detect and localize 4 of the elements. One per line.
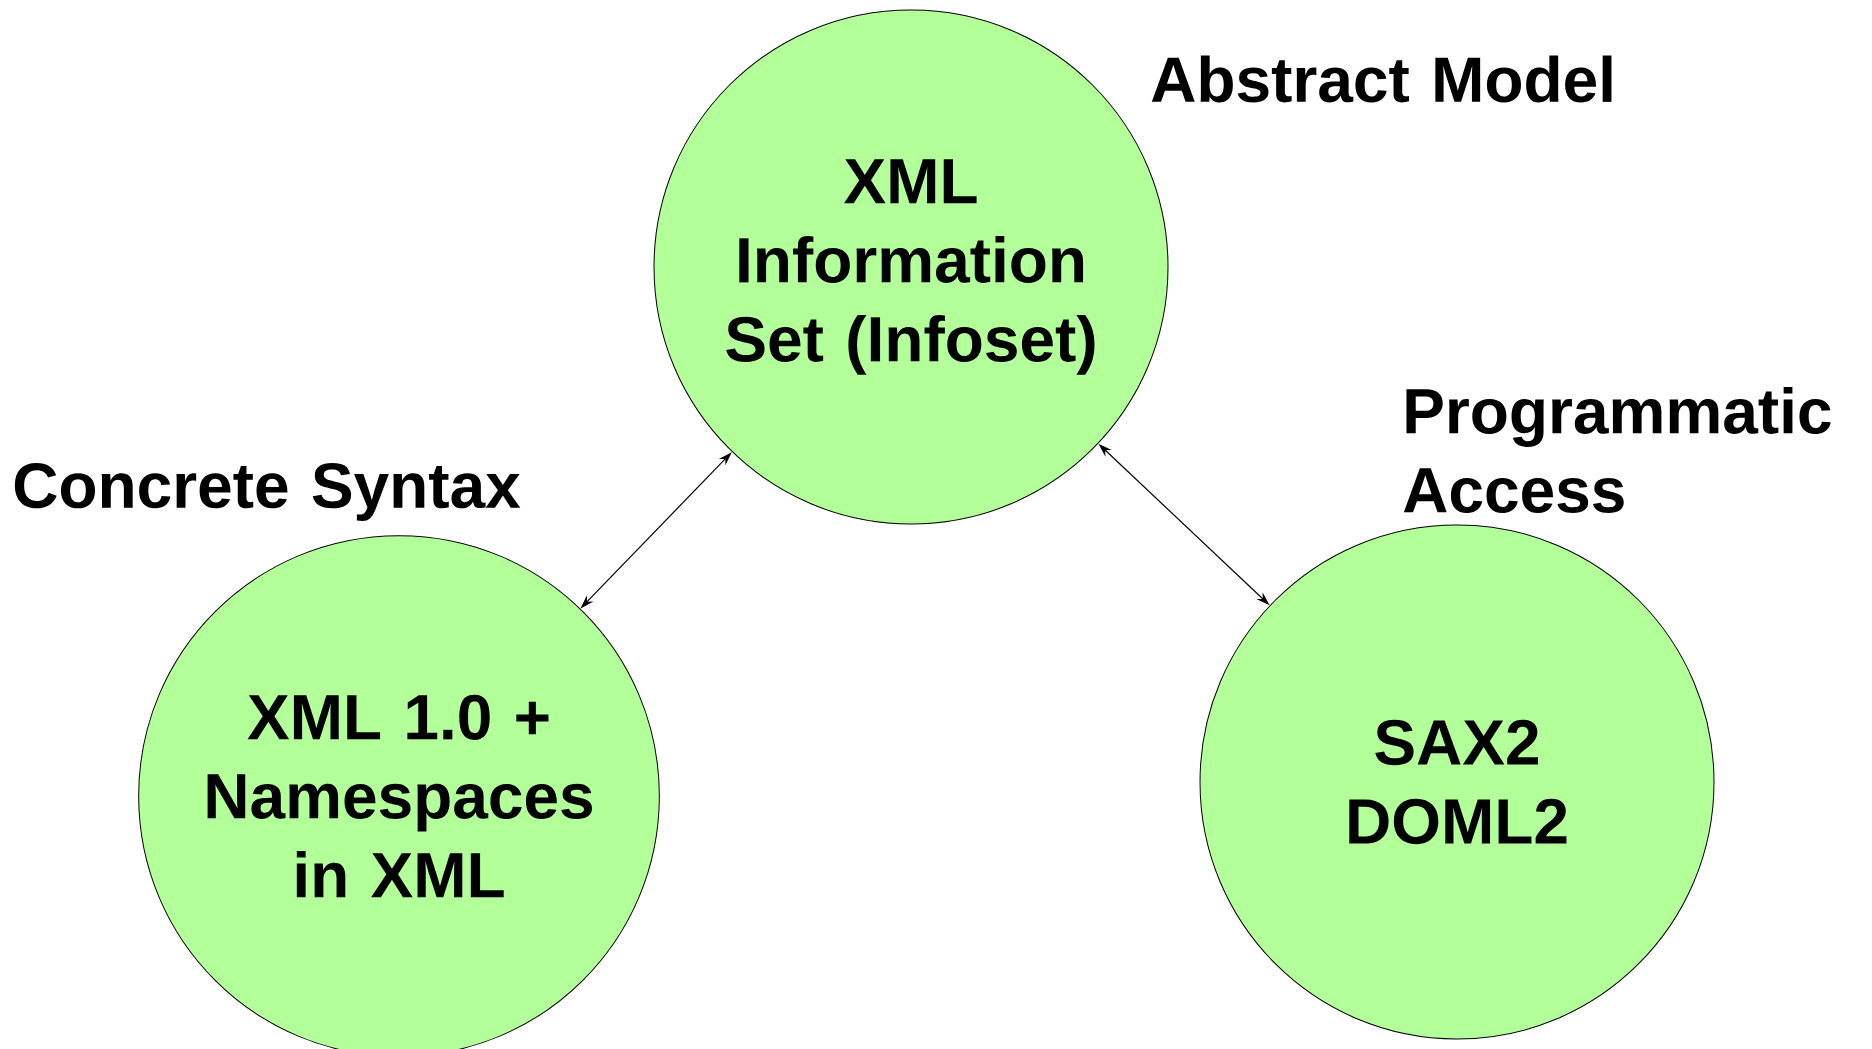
circle-node: SAX2 DOML2: [1199, 524, 1715, 1040]
heading-label: Programmatic Access: [1403, 387, 1831, 513]
circle-node: XML 1.0 + Namespaces in XML: [138, 535, 660, 1049]
heading-label: Concrete Syntax: [14, 463, 521, 521]
